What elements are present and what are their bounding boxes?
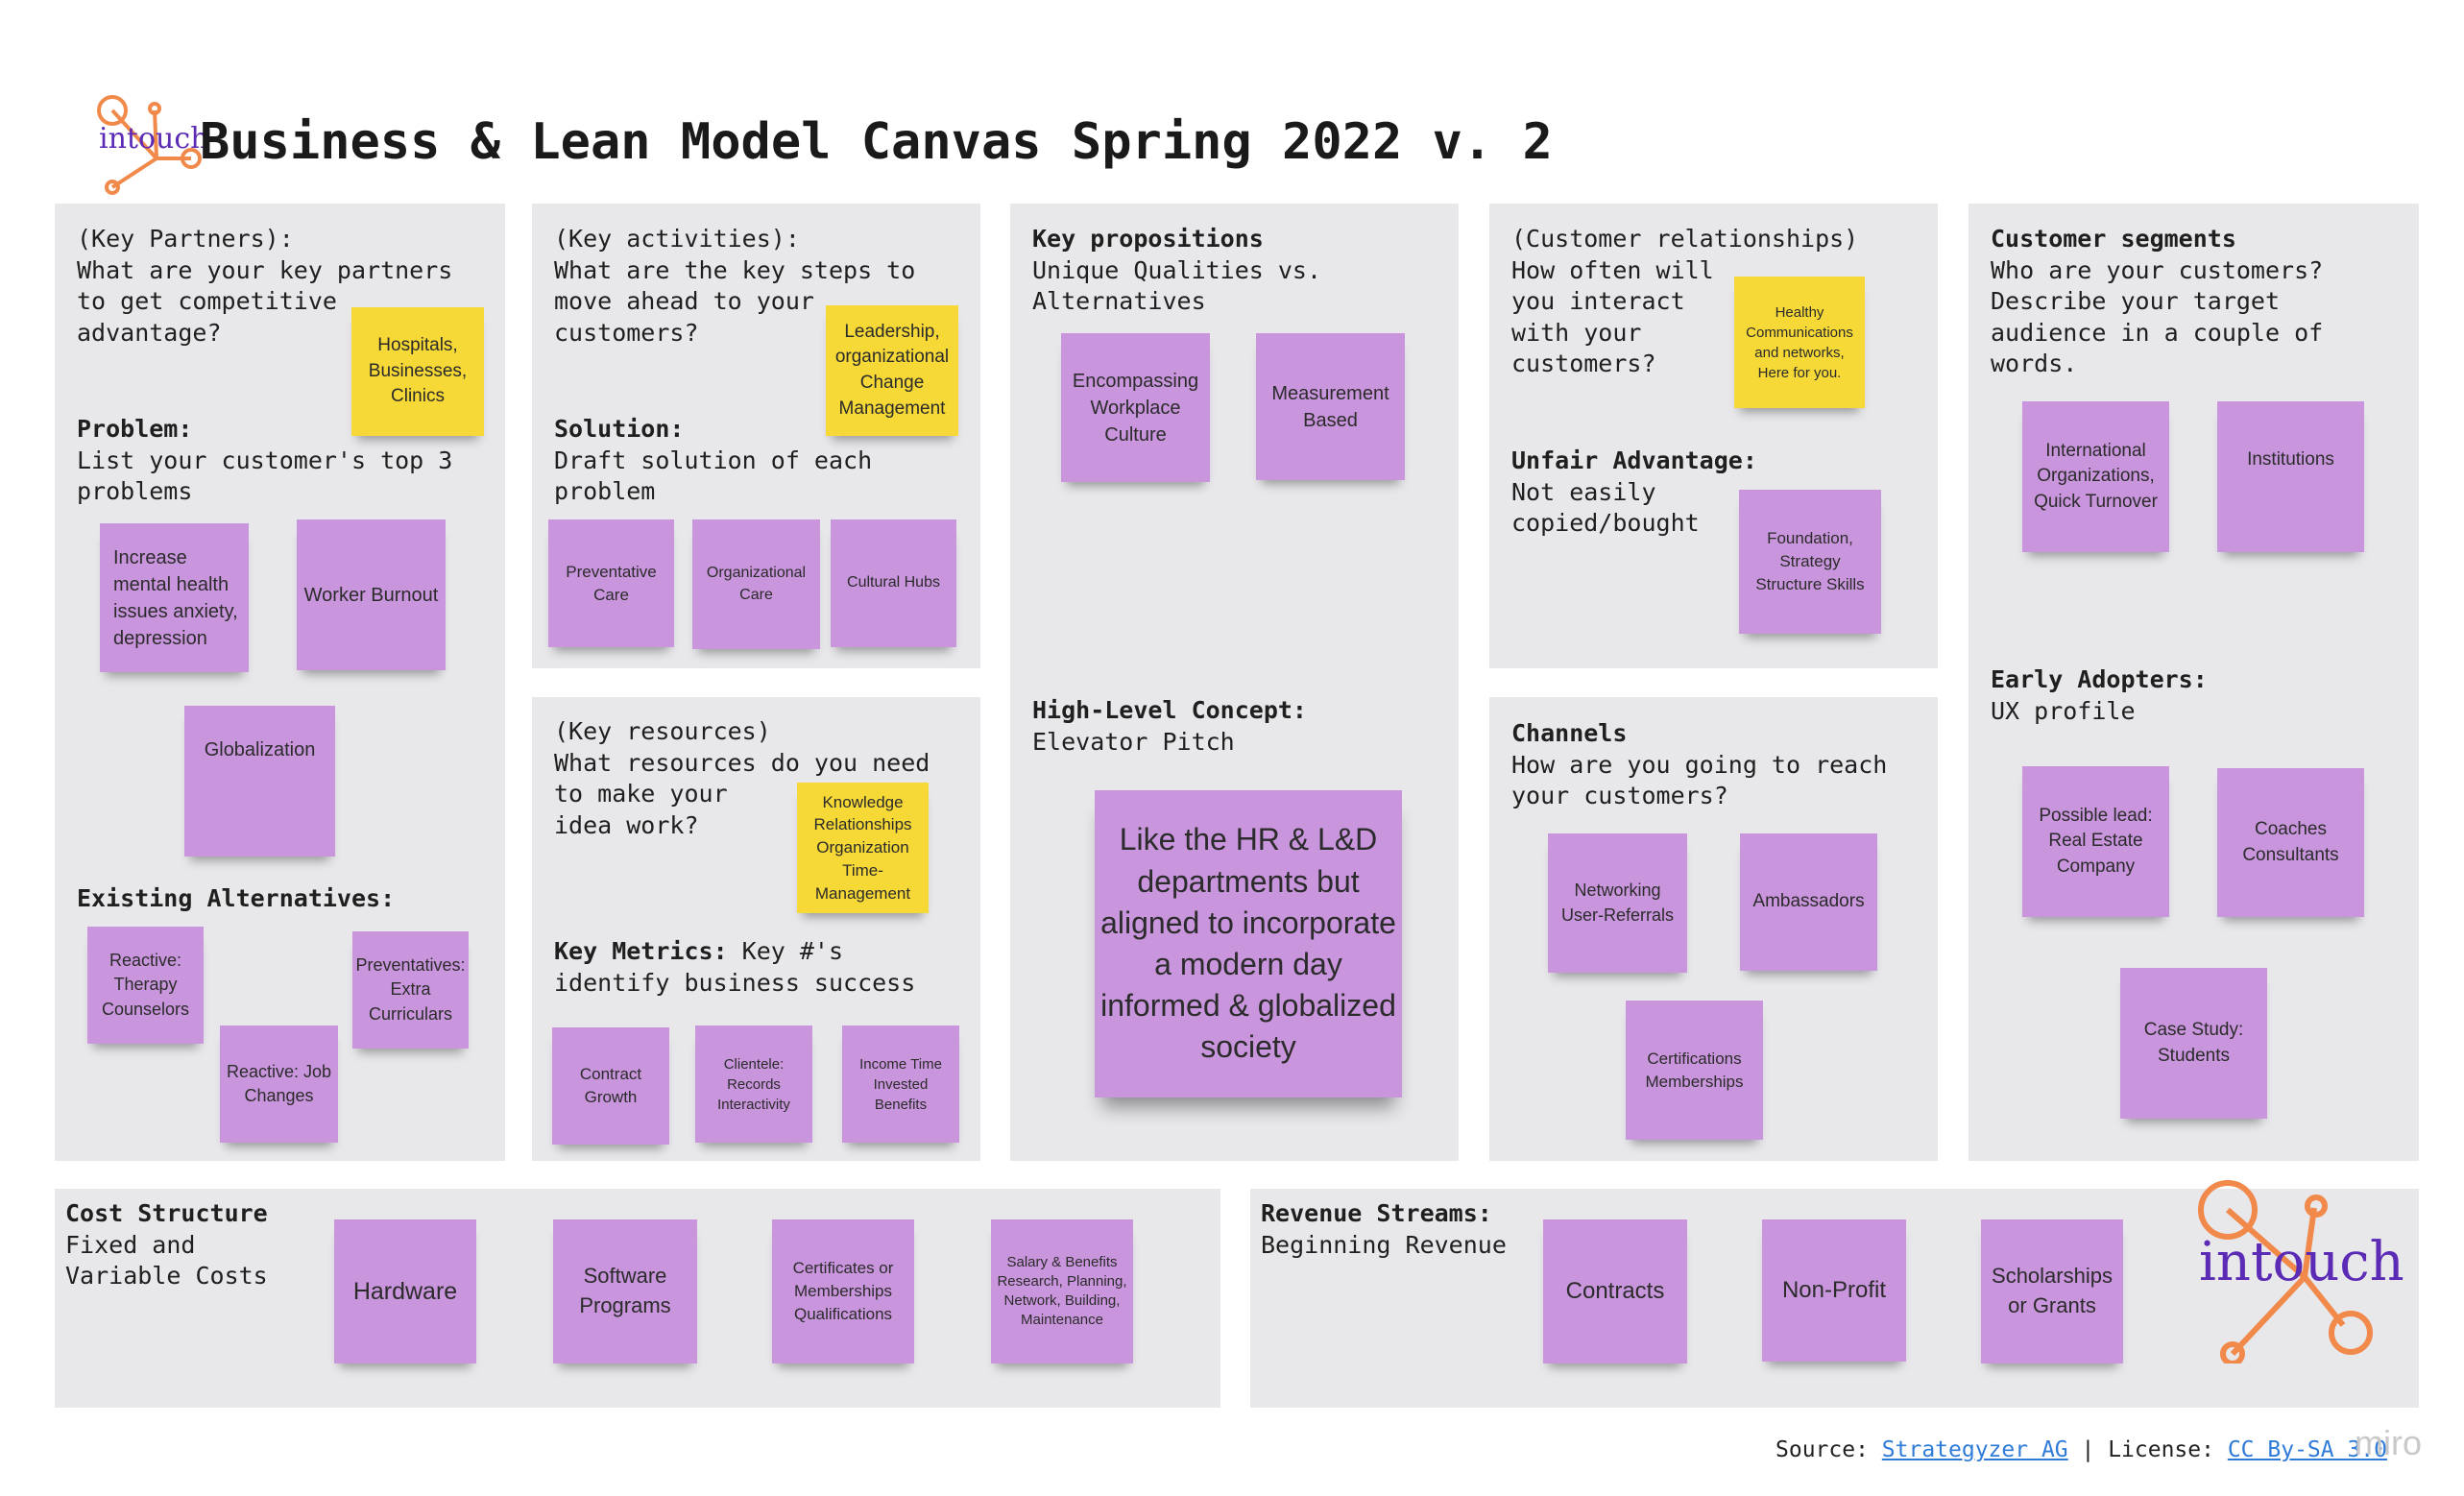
sticky-note-metric[interactable]: Contract Growth (552, 1027, 669, 1145)
solution-section: Solution: Draft solution of each problem (554, 415, 873, 505)
cost-structure-heading: Cost Structure Fixed and Variable Costs (65, 1199, 268, 1290)
customer-segments-heading: Customer segments Who are your customers… (1991, 225, 2324, 377)
sticky-note-alternative[interactable]: Reactive: Job Changes (220, 1025, 338, 1143)
sticky-note-cost[interactable]: Software Programs (553, 1219, 697, 1363)
key-partners-heading: (Key Partners): What are your key partne… (77, 225, 453, 347)
key-metrics-section: Key Metrics: Key #'s identify business s… (554, 937, 916, 997)
strategyzer-link[interactable]: Strategyzer AG (1881, 1437, 2068, 1462)
high-level-concept-section: High-Level Concept: Elevator Pitch (1032, 696, 1307, 756)
sticky-note-early-adopter[interactable]: Case Study: Students (2120, 968, 2267, 1119)
sticky-note-solution[interactable]: Organizational Care (692, 519, 820, 649)
unfair-advantage-section: Unfair Advantage: Not easily copied/boug… (1511, 446, 1757, 537)
sticky-note-channel[interactable]: Ambassadors (1740, 833, 1877, 971)
sticky-note-segment[interactable]: Institutions (2217, 401, 2364, 552)
miro-watermark: miro (2355, 1423, 2422, 1462)
sticky-note-revenue[interactable]: Contracts (1543, 1219, 1687, 1363)
sticky-note-problem[interactable]: Worker Burnout (297, 519, 446, 670)
sticky-note-solution[interactable]: Cultural Hubs (831, 519, 956, 647)
sticky-note-early-adopter[interactable]: Possible lead: Real Estate Company (2022, 766, 2169, 917)
sticky-note-proposition[interactable]: Encompassing Workplace Culture (1061, 333, 1210, 482)
sticky-note-unfair-advantage[interactable]: Foundation, Strategy Structure Skills (1739, 490, 1881, 634)
sticky-note-partners[interactable]: Hospitals, Businesses, Clinics (351, 307, 484, 436)
key-activities-heading: (Key activities): What are the key steps… (554, 225, 916, 347)
sticky-note-cost[interactable]: Hardware (334, 1219, 476, 1363)
problem-section: Problem: List your customer's top 3 prob… (77, 415, 453, 505)
sticky-note-elevator-pitch[interactable]: Like the HR & L&D departments but aligne… (1095, 790, 1402, 1098)
sticky-note-early-adopter[interactable]: Coaches Consultants (2217, 768, 2364, 917)
intouch-logo-large: intouch (2180, 1171, 2410, 1366)
sticky-note-metric[interactable]: Clientele: Records Interactivity (695, 1025, 812, 1143)
sticky-note-solution[interactable]: Preventative Care (548, 519, 674, 647)
sticky-note-alternative[interactable]: Preventatives: Extra Curriculars (352, 931, 469, 1049)
logo-network-icon (2198, 1180, 2373, 1366)
existing-alternatives-title: Existing Alternatives: (77, 884, 396, 912)
sticky-note-resources[interactable]: Knowledge Relationships Organization Tim… (797, 783, 929, 913)
sticky-note-alternative[interactable]: Reactive: Therapy Counselors (87, 927, 204, 1044)
sticky-note-revenue[interactable]: Non-Profit (1762, 1219, 1906, 1362)
sticky-note-problem[interactable]: Increase mental health issues anxiety, d… (100, 523, 249, 672)
sticky-note-metric[interactable]: Income Time Invested Benefits (842, 1025, 959, 1143)
sticky-note-segment[interactable]: International Organizations, Quick Turno… (2022, 401, 2169, 552)
logo-wordmark: intouch (99, 122, 209, 156)
key-propositions-heading: Key propositions Unique Qualities vs. Al… (1032, 225, 1322, 315)
intouch-logo: intouch (91, 91, 209, 197)
sticky-note-relationships[interactable]: Healthy Communications and networks, Her… (1734, 277, 1865, 408)
early-adopters-section: Early Adopters: UX profile (1991, 665, 2208, 725)
customer-relationships-heading: (Customer relationships) How often will … (1511, 225, 1859, 377)
sticky-note-revenue[interactable]: Scholarships or Grants (1981, 1219, 2123, 1363)
source-footer: Source: Strategyzer AG | License: CC By-… (1776, 1437, 2387, 1462)
logo-network-icon (97, 95, 202, 195)
logo-wordmark: intouch (2199, 1231, 2404, 1293)
sticky-note-cost[interactable]: Salary & Benefits Research, Planning, Ne… (991, 1219, 1133, 1363)
sticky-note-activities[interactable]: Leadership, organizational Change Manage… (826, 305, 958, 436)
license-link[interactable]: CC By-SA 3.0 (2227, 1437, 2387, 1462)
page-title: Business & Lean Model Canvas Spring 2022… (200, 113, 1553, 171)
revenue-streams-heading: Revenue Streams: Beginning Revenue (1261, 1199, 1507, 1259)
sticky-note-problem[interactable]: Globalization (184, 706, 335, 857)
sticky-note-channel[interactable]: Certifications Memberships (1626, 1001, 1763, 1140)
sticky-note-channel[interactable]: Networking User-Referrals (1548, 833, 1687, 973)
key-resources-heading: (Key resources) What resources do you ne… (554, 717, 930, 839)
sticky-note-cost[interactable]: Certificates or Memberships Qualificatio… (772, 1219, 914, 1363)
channels-heading: Channels How are you going to reach your… (1511, 719, 1888, 809)
sticky-note-proposition[interactable]: Measurement Based (1256, 333, 1405, 480)
